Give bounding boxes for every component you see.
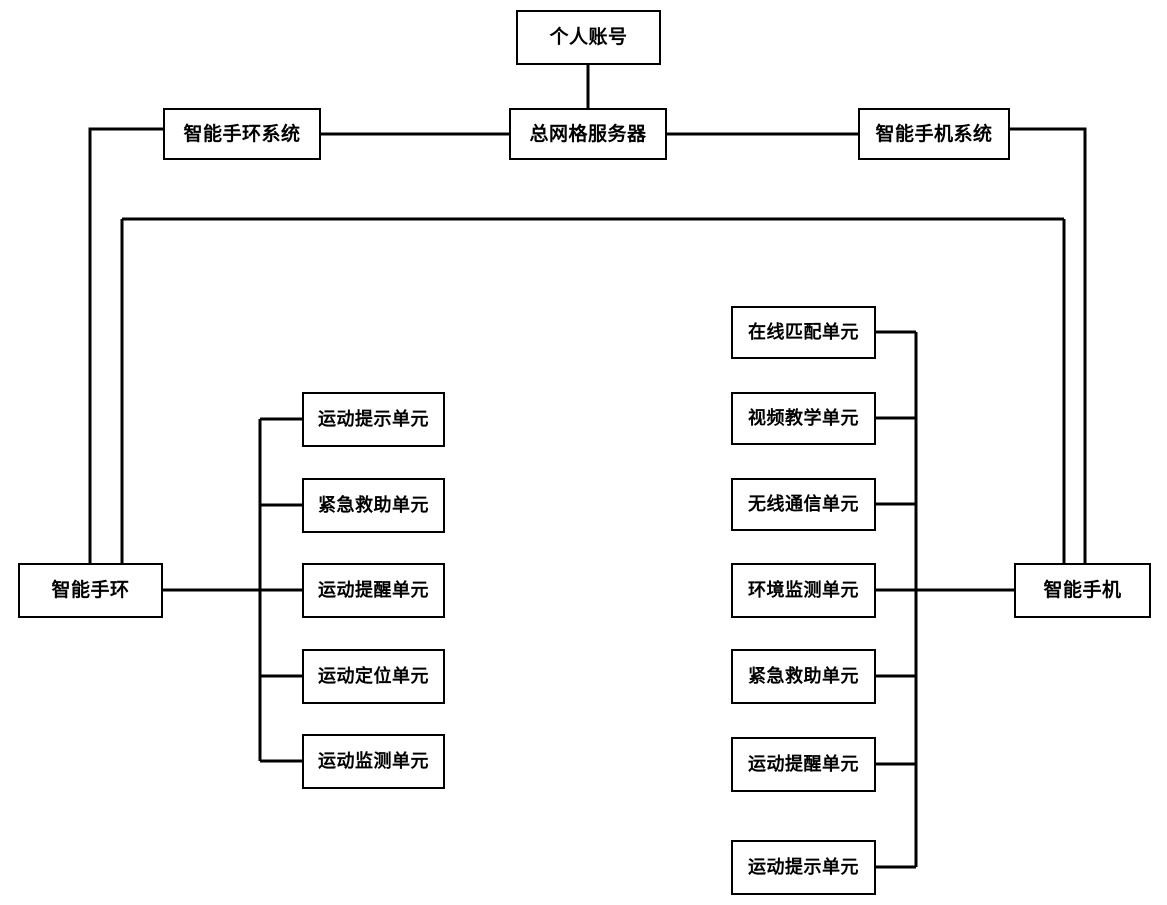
connector-phone-system-to-phone (1010, 127, 1087, 563)
node-bracelet-exercise-monitoring-unit[interactable]: 运动监测单元 (302, 734, 445, 789)
node-label: 紧急救助单元 (748, 665, 859, 687)
node-label: 运动提醒单元 (318, 579, 429, 601)
node-label: 运动提醒单元 (748, 753, 859, 775)
node-main-grid-server[interactable]: 总网格服务器 (509, 108, 667, 160)
node-label: 智能手环 (51, 579, 130, 601)
connector-bracelet-system-to-bracelet (88, 127, 163, 563)
node-label: 智能手环系统 (183, 122, 301, 145)
node-label: 紧急救助单元 (318, 494, 429, 516)
node-label: 环境监测单元 (748, 579, 859, 601)
node-label: 视频教学单元 (748, 407, 859, 429)
node-bracelet-emergency-rescue-unit[interactable]: 紧急救助单元 (302, 478, 445, 533)
node-phone-exercise-prompt-unit[interactable]: 运动提示单元 (731, 840, 876, 895)
node-phone-online-matching-unit[interactable]: 在线匹配单元 (731, 306, 876, 359)
node-personal-account[interactable]: 个人账号 (516, 10, 661, 65)
node-phone-emergency-rescue-unit[interactable]: 紧急救助单元 (731, 649, 876, 704)
node-label: 在线匹配单元 (748, 321, 859, 343)
node-label: 运动定位单元 (318, 665, 429, 687)
node-phone-video-teaching-unit[interactable]: 视频教学单元 (731, 392, 876, 445)
node-label: 运动提示单元 (748, 856, 859, 878)
node-phone-environment-monitoring-unit[interactable]: 环境监测单元 (731, 563, 876, 618)
node-bracelet-exercise-prompt-unit[interactable]: 运动提示单元 (302, 392, 445, 447)
node-phone-wireless-communication-unit[interactable]: 无线通信单元 (731, 478, 876, 531)
node-phone-exercise-reminder-unit[interactable]: 运动提醒单元 (731, 737, 876, 792)
node-bracelet-exercise-reminder-unit[interactable]: 运动提醒单元 (302, 563, 445, 618)
node-smart-bracelet-system[interactable]: 智能手环系统 (163, 108, 321, 160)
node-label: 运动监测单元 (318, 750, 429, 772)
node-smart-phone-system[interactable]: 智能手机系统 (858, 108, 1010, 160)
node-label: 智能手机系统 (875, 122, 993, 145)
node-label: 无线通信单元 (748, 493, 859, 515)
node-label: 个人账号 (549, 26, 628, 48)
node-smart-phone[interactable]: 智能手机 (1014, 563, 1151, 618)
node-label: 运动提示单元 (318, 408, 429, 430)
node-label: 智能手机 (1043, 579, 1122, 601)
node-smart-bracelet[interactable]: 智能手环 (18, 563, 163, 618)
node-bracelet-exercise-positioning-unit[interactable]: 运动定位单元 (302, 649, 445, 704)
node-label: 总网格服务器 (529, 122, 647, 145)
